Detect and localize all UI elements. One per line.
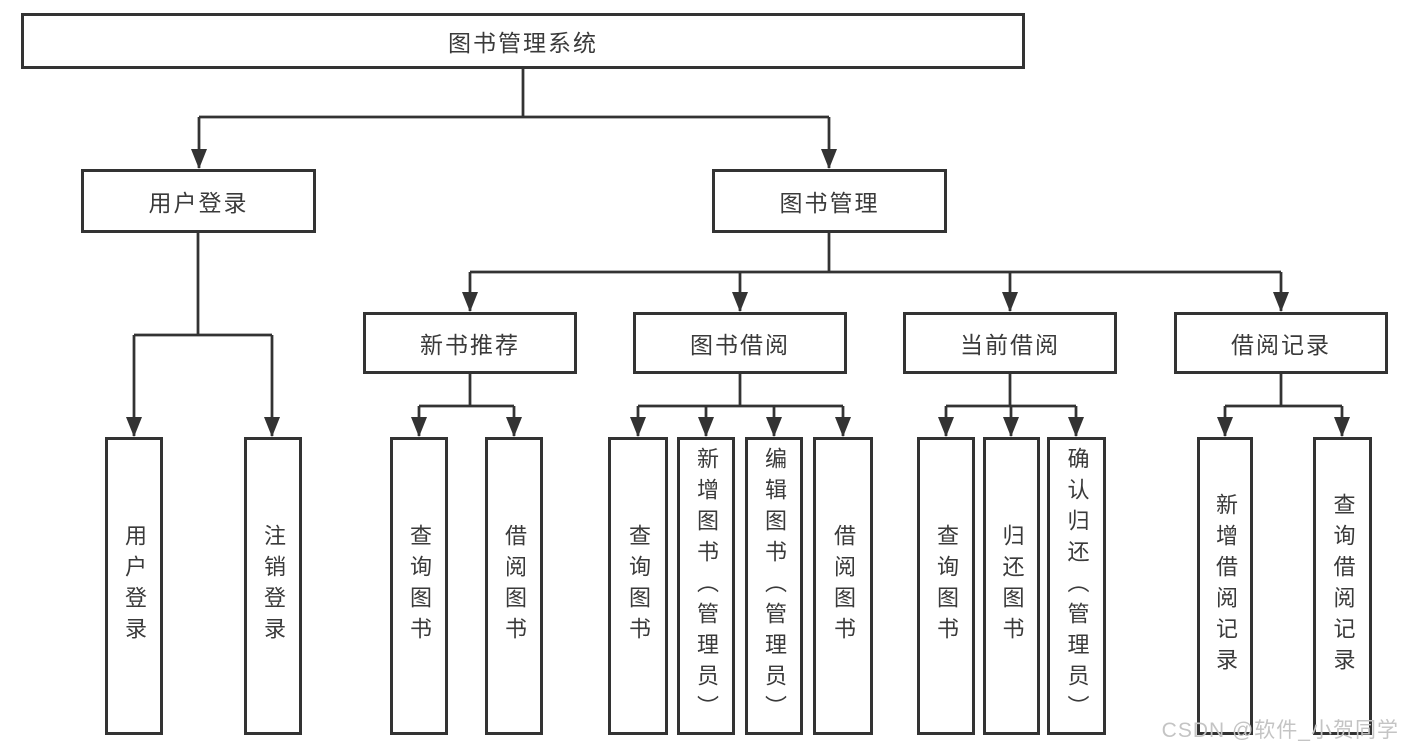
node-book-management: 图书管理 bbox=[712, 169, 947, 233]
csdn-watermark: CSDN @软件_小贺同学 bbox=[1161, 719, 1399, 742]
leaf-logout: 注销登录 bbox=[244, 437, 302, 735]
leaf-query-books-borrow: 查询图书 bbox=[608, 437, 668, 735]
leaf-query-books-current: 查询图书 bbox=[917, 437, 975, 735]
node-root-system: 图书管理系统 bbox=[21, 13, 1025, 69]
leaf-borrow-books-borrow: 借阅图书 bbox=[813, 437, 873, 735]
node-new-book-recommend: 新书推荐 bbox=[363, 312, 577, 374]
leaf-query-books-recommend: 查询图书 bbox=[390, 437, 448, 735]
leaf-user-login: 用户登录 bbox=[105, 437, 163, 735]
node-book-borrow: 图书借阅 bbox=[633, 312, 847, 374]
leaf-return-book: 归还图书 bbox=[983, 437, 1040, 735]
leaf-add-borrow-record: 新增借阅记录 bbox=[1197, 437, 1253, 735]
leaf-query-borrow-record: 查询借阅记录 bbox=[1313, 437, 1372, 735]
leaf-add-book-admin: 新增图书（管理员） bbox=[677, 437, 735, 735]
leaf-borrow-books-recommend: 借阅图书 bbox=[485, 437, 543, 735]
node-user-login: 用户登录 bbox=[81, 169, 316, 233]
node-borrow-records: 借阅记录 bbox=[1174, 312, 1388, 374]
leaf-edit-book-admin: 编辑图书（管理员） bbox=[745, 437, 803, 735]
node-current-borrow: 当前借阅 bbox=[903, 312, 1117, 374]
leaf-confirm-return-admin: 确认归还（管理员） bbox=[1047, 437, 1106, 735]
